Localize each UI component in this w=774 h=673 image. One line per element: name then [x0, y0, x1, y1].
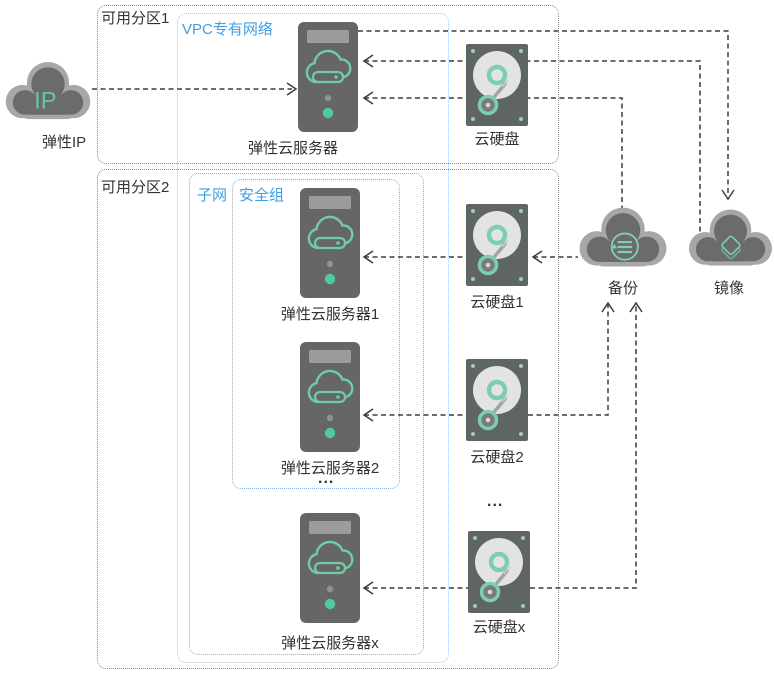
vpc-box	[177, 13, 449, 663]
disks-ellipsis: ...	[487, 493, 504, 510]
ecs0-label: 弹性云服务器	[248, 140, 339, 157]
ecs1-server-icon	[300, 188, 360, 298]
image-cloud-icon	[687, 206, 774, 270]
image-label: 镜像	[713, 280, 744, 297]
ecs2-server-icon	[300, 342, 360, 452]
ecs1-label: 弹性云服务器1	[280, 306, 380, 323]
security-group-label: 安全组	[239, 187, 285, 204]
ecs0-server-icon	[298, 22, 358, 132]
vpc-label: VPC专有网络	[182, 21, 273, 38]
evs0-label: 云硬盘	[474, 131, 520, 148]
svg-text:IP: IP	[34, 88, 56, 115]
ecsx-label: 弹性云服务器x	[281, 635, 379, 652]
subnet-box	[189, 173, 424, 655]
ecsx-server-icon	[300, 513, 360, 623]
ecs2-label: 弹性云服务器2	[280, 460, 380, 477]
eip-cloud-icon: IP	[4, 58, 92, 124]
evsx-disk-icon	[468, 531, 530, 613]
eip-label: 弹性IP	[42, 134, 87, 151]
backup-label: 备份	[607, 280, 638, 297]
evs2-label: 云硬盘2	[470, 449, 524, 466]
security-group-box	[232, 179, 400, 489]
subnet-label: 子网	[197, 187, 228, 204]
servers-ellipsis: ...	[318, 470, 335, 487]
evs1-label: 云硬盘1	[470, 294, 524, 311]
evs1-disk-icon	[466, 204, 528, 286]
evs2-disk-icon	[466, 359, 528, 441]
evsx-label: 云硬盘x	[472, 619, 526, 636]
zone2-label: 可用分区2	[101, 179, 170, 196]
evs0-disk-icon	[466, 44, 528, 126]
backup-cloud-icon	[577, 204, 669, 271]
zone1-label: 可用分区1	[101, 10, 170, 27]
